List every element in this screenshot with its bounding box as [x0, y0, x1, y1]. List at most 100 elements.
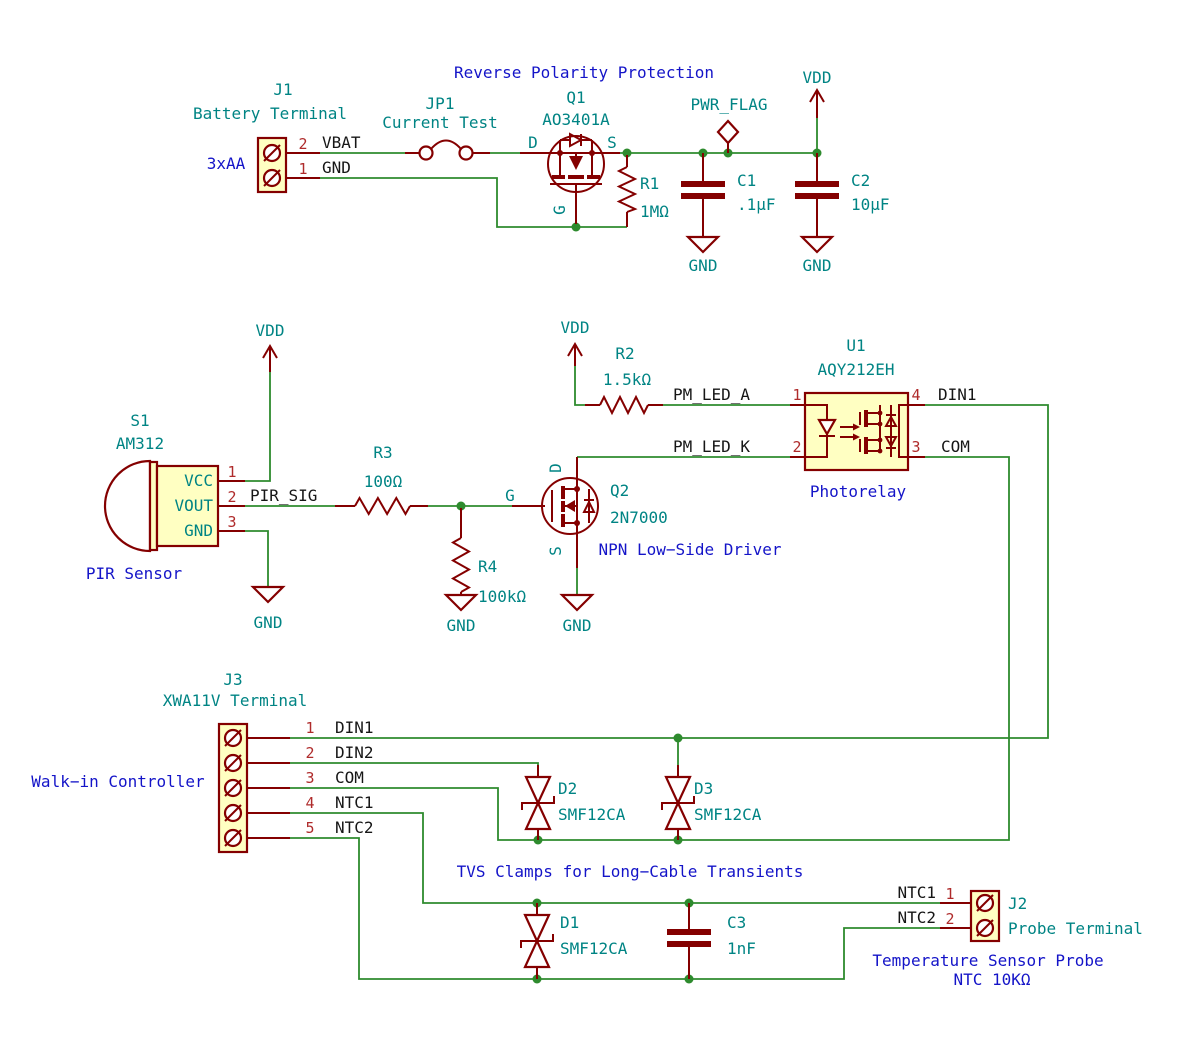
junction-dots: [456, 148, 822, 984]
u1-node: [877, 421, 883, 427]
resistor-zigzag: [599, 394, 649, 416]
note-temp-probe: Temperature Sensor Probe: [872, 951, 1103, 970]
screw-slash: [224, 804, 242, 822]
junction-dot: [456, 501, 466, 511]
wires[interactable]: [245, 118, 1049, 980]
component-r4[interactable]: R4 100kΩ GND: [443, 508, 527, 635]
component-r3[interactable]: R3 100Ω: [335, 443, 428, 517]
component-d1[interactable]: D1 SMF12CA: [520, 903, 628, 979]
power-vdd-top[interactable]: VDD: [803, 68, 832, 118]
component-c2[interactable]: C2 10µF GND: [795, 153, 890, 275]
tvs-triangle: [523, 913, 551, 944]
component-s1[interactable]: VCC VOUT GND 1 2 3 S1 AM312 PIR Sensor P…: [86, 411, 318, 632]
power-vdd-r2[interactable]: VDD: [561, 318, 590, 366]
pwr-flag-label: PWR_FLAG: [690, 95, 767, 114]
component-jp1[interactable]: JP1 Current Test: [382, 94, 498, 161]
tvs-triangle: [523, 938, 551, 969]
wire-segment[interactable]: [245, 530, 269, 587]
r1-reference: R1: [640, 174, 659, 193]
cap-plate: [795, 193, 839, 199]
screw-slash: [224, 754, 242, 772]
wire-segment[interactable]: [290, 456, 1010, 841]
s1-pin1-number: 1: [227, 463, 236, 481]
c2-value: 10µF: [851, 195, 890, 214]
component-q1[interactable]: Q1 AO3401A D S G Reverse Polarity Protec…: [454, 63, 714, 224]
s1-pin2-number: 2: [227, 488, 236, 506]
c1-value: .1µF: [737, 195, 776, 214]
net-label-pm-led-a: PM_LED_A: [673, 385, 750, 404]
u1-pin4-number: 4: [911, 386, 920, 404]
j1-pin1-number: 1: [298, 160, 307, 178]
resistor-zigzag: [616, 166, 638, 213]
q2-pin-s: S: [546, 546, 565, 556]
gnd-label: GND: [803, 256, 832, 275]
c2-reference: C2: [851, 171, 870, 190]
vdd-arrow-icon: [809, 88, 825, 118]
d2-reference: D2: [558, 779, 577, 798]
wire-segment[interactable]: [320, 177, 627, 228]
tvs-bar: [520, 934, 554, 948]
gnd-label: GND: [563, 616, 592, 635]
net-label-ntc1: NTC1: [335, 793, 374, 812]
component-d3[interactable]: D3 SMF12CA: [661, 765, 762, 840]
component-r2[interactable]: R2 1.5kΩ: [585, 344, 663, 416]
component-q2[interactable]: G D S Q2 2N7000 NPN Low−Side Driver GND: [505, 457, 782, 635]
tvs-bar: [661, 796, 695, 810]
u1-light-arrowhead: [853, 433, 860, 441]
r1-value: 1MΩ: [640, 202, 669, 221]
j3-pin5-number: 5: [305, 819, 314, 837]
jumper-pad: [458, 145, 474, 161]
power-vdd-pir[interactable]: VDD: [256, 321, 285, 372]
net-label-ntc1: NTC1: [897, 883, 936, 902]
component-j1[interactable]: J1 Battery Terminal 2 1 VBAT GND 3xAA: [193, 80, 361, 194]
q2-pin-g: G: [505, 486, 515, 505]
note-ntc-10k: NTC 10KΩ: [953, 970, 1030, 989]
net-label-pm-led-k: PM_LED_K: [673, 437, 750, 456]
screw-slash: [976, 919, 994, 937]
s1-pin-vcc: VCC: [184, 471, 213, 490]
jumper-arc: [430, 139, 462, 150]
vdd-label: VDD: [803, 68, 832, 87]
c3-value: 1nF: [727, 939, 756, 958]
net-label-gnd: GND: [322, 158, 351, 177]
wire-segment[interactable]: [290, 762, 539, 765]
u1-pin2-number: 2: [792, 438, 801, 456]
gnd-label: GND: [447, 616, 476, 635]
wire-segment[interactable]: [290, 812, 940, 904]
note-walk-in-controller: Walk−in Controller: [31, 772, 205, 791]
component-j2[interactable]: 1 2 NTC1 NTC2 J2 Probe Terminal Temperat…: [872, 883, 1142, 989]
u1-pin1-number: 1: [792, 386, 801, 404]
wire-segment[interactable]: [290, 404, 1049, 739]
component-c1[interactable]: C1 .1µF GND: [681, 153, 776, 275]
component-c3[interactable]: C3 1nF: [667, 903, 756, 979]
q1-value: AO3401A: [542, 110, 610, 129]
wire-segment[interactable]: [245, 372, 271, 482]
u1-value: AQY212EH: [817, 360, 894, 379]
resistor-zigzag: [354, 495, 411, 517]
gnd-symbol-icon: [685, 235, 721, 254]
vdd-label: VDD: [256, 321, 285, 340]
component-u1[interactable]: 1 2 4 3 U1 AQY212EH Photorelay DIN1 COM: [790, 336, 977, 501]
note-3xaa: 3xAA: [207, 154, 246, 173]
component-d2[interactable]: D2 SMF12CA: [521, 765, 626, 840]
gnd-label: GND: [254, 613, 283, 632]
tvs-triangle: [524, 775, 552, 806]
component-r1[interactable]: R1 1MΩ: [616, 155, 669, 227]
s1-pin3-number: 3: [227, 513, 236, 531]
power-flag[interactable]: PWR_FLAG: [690, 95, 768, 153]
wire-segment[interactable]: [290, 837, 940, 980]
vdd-label: VDD: [561, 318, 590, 337]
q2-arrow: [565, 500, 575, 512]
q2-reference: Q2: [610, 481, 629, 500]
jp1-reference: JP1: [426, 94, 455, 113]
j3-reference: J3: [223, 670, 242, 689]
u1-node: [877, 437, 883, 443]
component-j3[interactable]: J3 XWA11V Terminal 1 2 3 4 5 DIN1 DIN2 C…: [31, 670, 374, 854]
u1-reference: U1: [846, 336, 865, 355]
jp1-value: Current Test: [382, 113, 498, 132]
wire-segment[interactable]: [574, 366, 585, 406]
j1-value: Battery Terminal: [193, 104, 347, 123]
r4-value: 100kΩ: [478, 587, 527, 606]
net-label-vbat: VBAT: [322, 133, 361, 152]
